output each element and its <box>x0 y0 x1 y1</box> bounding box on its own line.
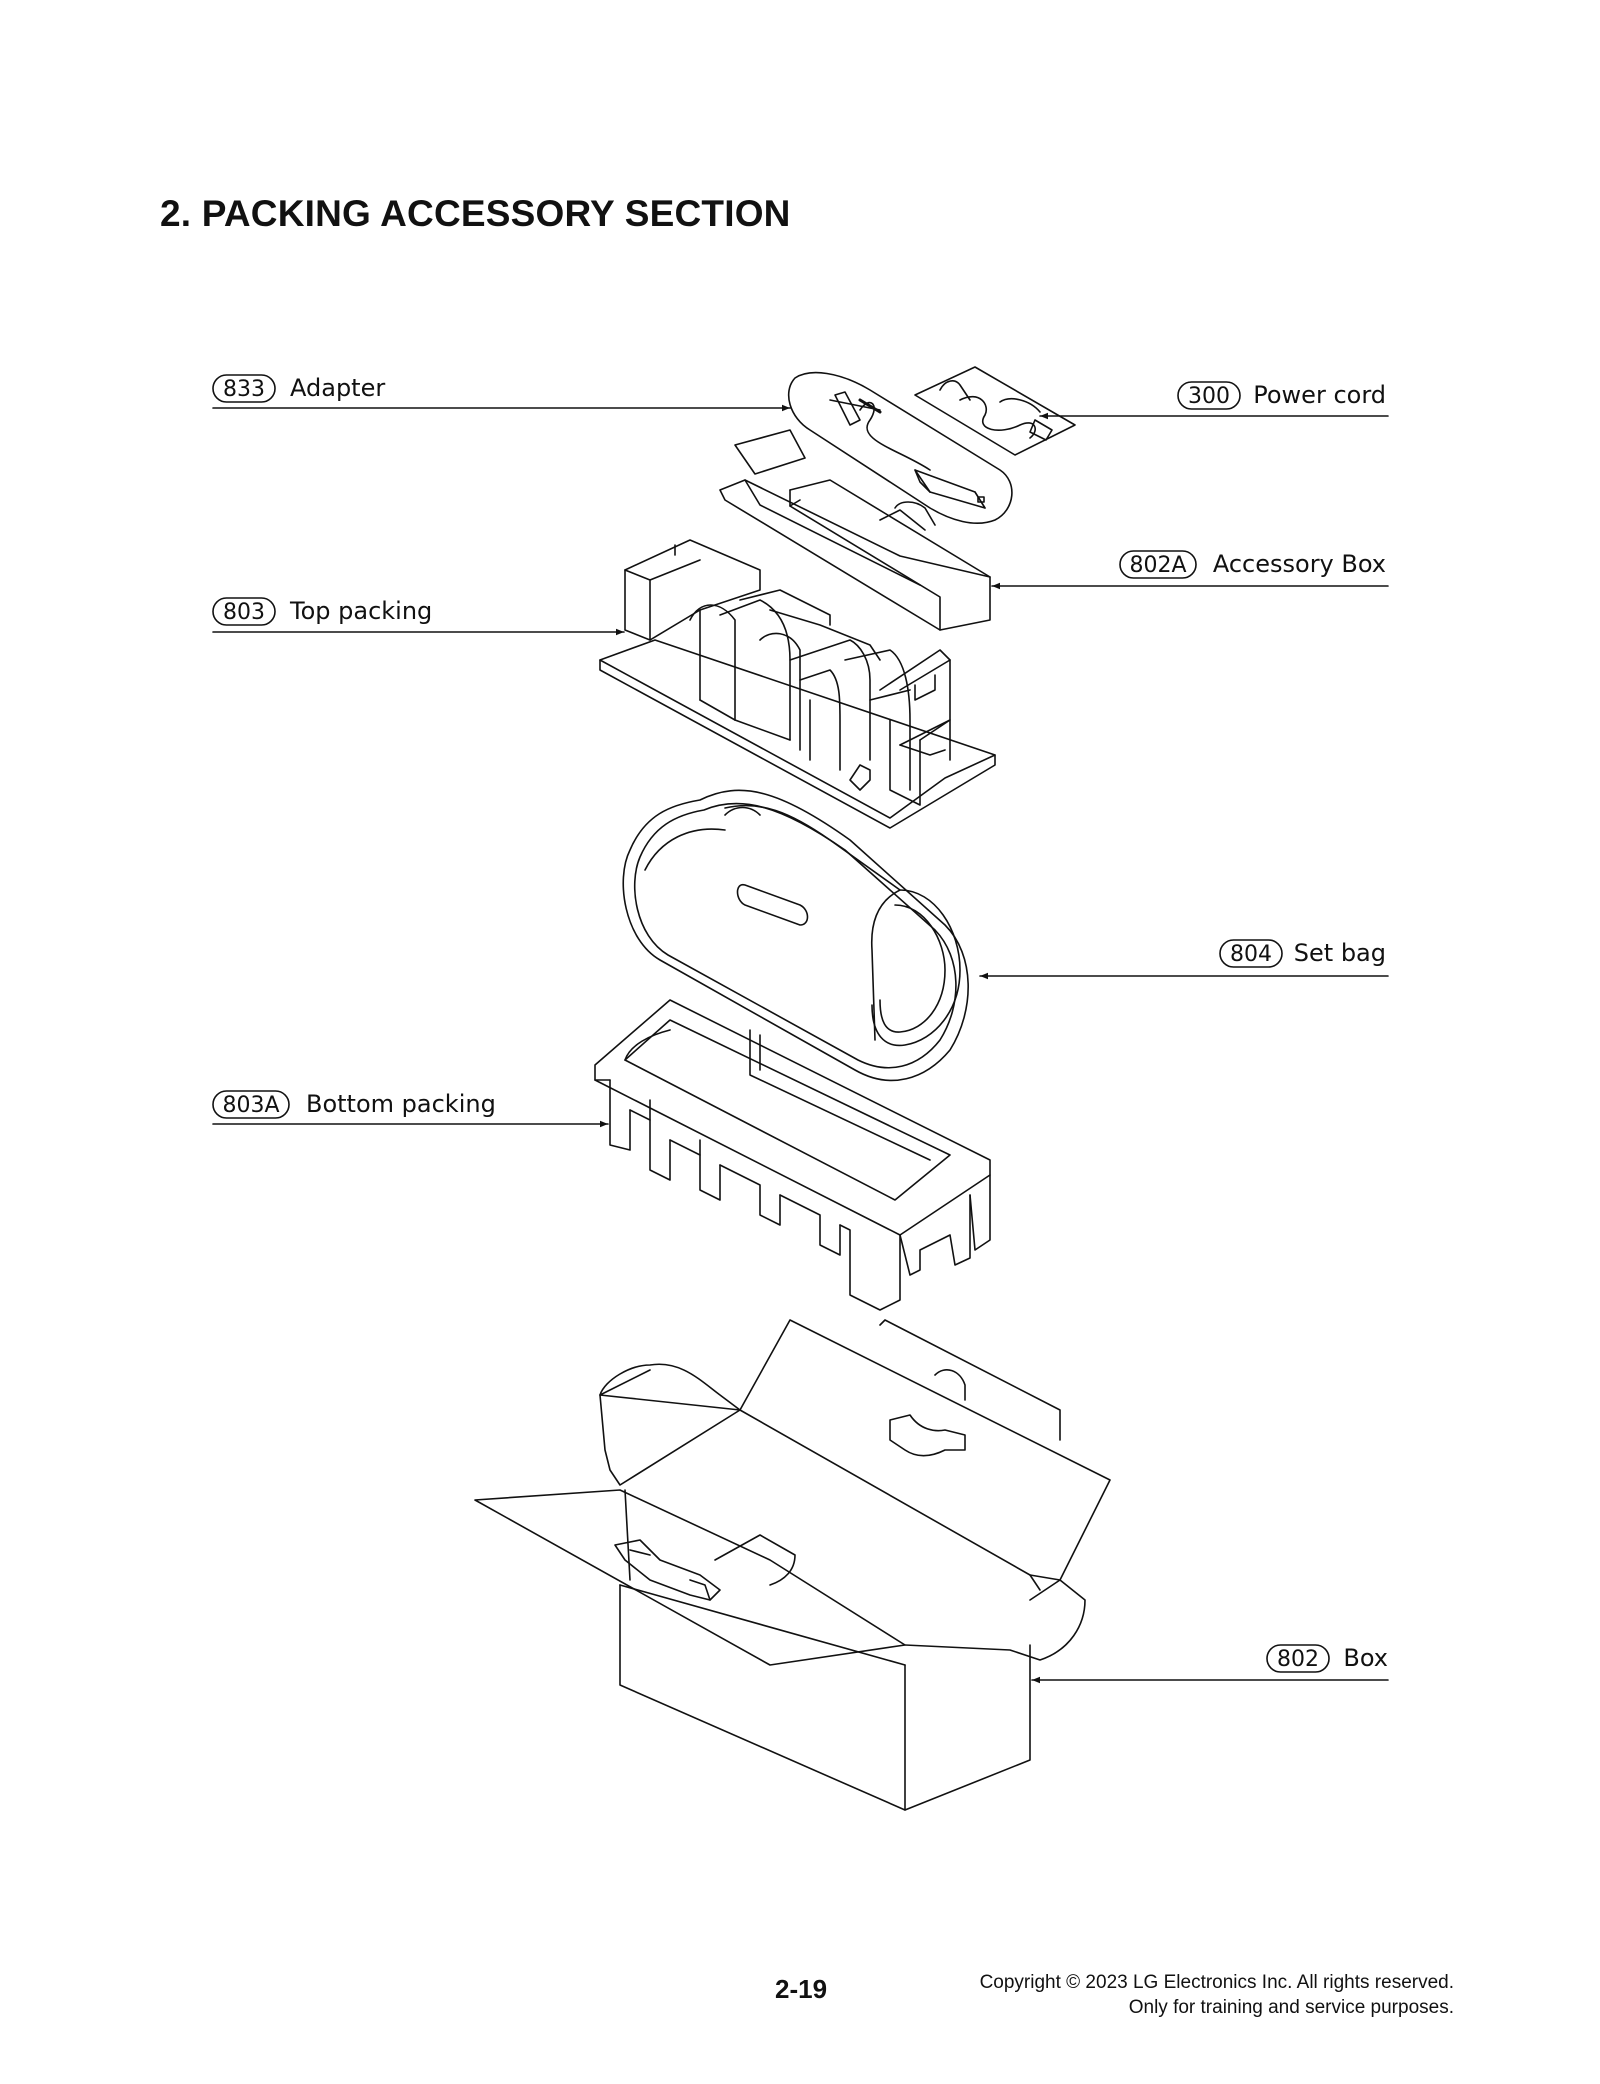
part-number: 300 <box>1188 384 1230 409</box>
accessory-box-illustration <box>719 479 991 631</box>
part-number: 803A <box>222 1093 279 1118</box>
part-label: Set bag <box>1294 939 1386 967</box>
part-number: 802 <box>1277 1647 1319 1672</box>
page-number: 2-19 <box>775 1974 828 2004</box>
part-number-pill <box>212 374 276 403</box>
callout-adapter: 833 Adapter <box>212 374 385 403</box>
part-number: 803 <box>223 600 265 625</box>
part-number: 802A <box>1129 553 1186 578</box>
part-label: Accessory Box <box>1213 550 1386 578</box>
callout-accessory-box: 802A Accessory Box <box>1119 550 1386 579</box>
part-label: Top packing <box>289 597 432 625</box>
box-illustration <box>474 1319 1111 1811</box>
top-packing-illustration <box>599 539 996 829</box>
copyright-line-1: Copyright © 2023 LG Electronics Inc. All… <box>979 1972 1454 1993</box>
part-number-pill <box>212 597 276 626</box>
part-number-pill <box>1177 381 1241 410</box>
copyright-line-2: Only for training and service purposes. <box>1128 1997 1454 2018</box>
part-number-pill <box>1119 550 1197 579</box>
callout-bottom-packing: 803A Bottom packing <box>212 1090 496 1119</box>
part-label: Bottom packing <box>306 1090 496 1118</box>
callout-box: 802 Box <box>1266 1644 1388 1673</box>
page-title: 2. PACKING ACCESSORY SECTION <box>160 193 791 234</box>
part-number-pill <box>1266 1644 1330 1673</box>
part-label: Box <box>1343 1644 1388 1672</box>
callout-set-bag: 804 Set bag <box>1219 939 1386 968</box>
part-label: Power cord <box>1253 381 1386 409</box>
part-number: 833 <box>223 377 265 402</box>
part-number: 804 <box>1230 942 1272 967</box>
callout-top-packing: 803 Top packing <box>212 597 432 626</box>
copyright-notice: Copyright © 2023 LG Electronics Inc. All… <box>980 1970 1454 2020</box>
manual-sheet <box>734 429 806 475</box>
bottom-packing-illustration <box>594 999 991 1311</box>
part-number-pill <box>212 1090 290 1119</box>
part-number-pill <box>1219 939 1283 968</box>
adapter-illustration <box>787 371 1013 524</box>
callout-power-cord: 300 Power cord <box>1177 381 1386 410</box>
part-label: Adapter <box>290 374 385 402</box>
set-bag-illustration <box>622 789 969 1082</box>
power-cord-illustration <box>914 366 1076 456</box>
